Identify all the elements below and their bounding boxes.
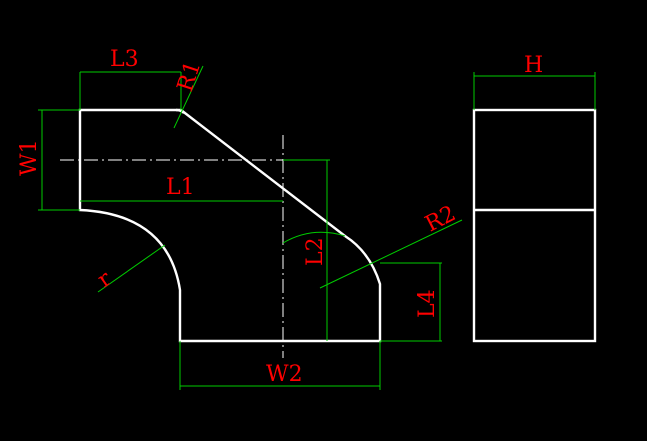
label-r1: R1 xyxy=(173,58,206,95)
label-r2: R2 xyxy=(421,201,460,237)
r-leader xyxy=(97,244,166,293)
label-w1: W1 xyxy=(17,139,42,176)
label-w2: W2 xyxy=(266,362,303,387)
front-view xyxy=(78,108,382,343)
side-view-rect xyxy=(472,108,597,343)
label-l1: L1 xyxy=(166,175,195,200)
r1-leader xyxy=(173,65,204,129)
l2-arc-hint xyxy=(282,231,346,244)
duct-outline xyxy=(78,108,382,343)
side-view xyxy=(472,108,597,343)
label-h: H xyxy=(524,53,543,78)
label-r: r xyxy=(93,266,116,293)
center-lines xyxy=(60,135,330,358)
label-l4: L4 xyxy=(415,289,440,318)
dimension-lines xyxy=(38,65,596,390)
r1-fillet xyxy=(175,108,185,114)
label-l3: L3 xyxy=(110,47,139,72)
label-l2: L2 xyxy=(303,237,328,266)
dimension-labels: L3 R1 W1 L1 H R2 L2 r L4 W2 xyxy=(17,47,543,387)
r2-leader xyxy=(319,219,463,289)
